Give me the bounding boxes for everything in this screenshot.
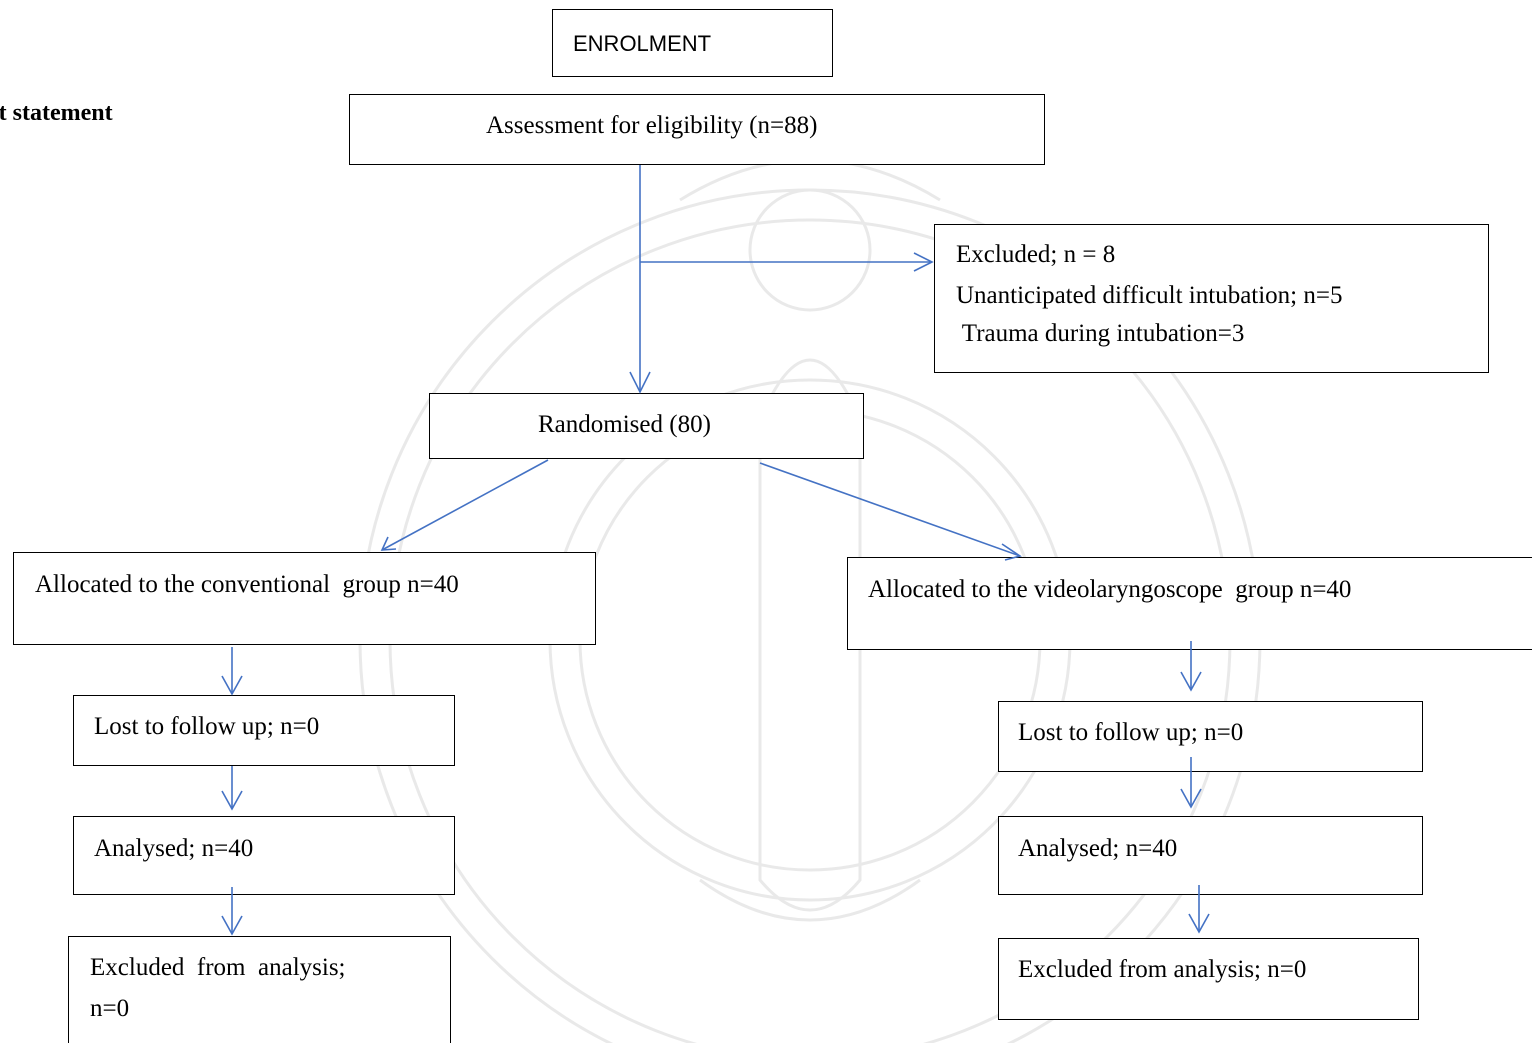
connector-randomised-to-right <box>759 462 1021 557</box>
excluded-eligibility-line1: Excluded; n = 8 <box>956 241 1116 268</box>
right-lost-box: Lost to follow up; n=0 <box>998 701 1423 772</box>
excluded-eligibility-line2: Unanticipated difficult intubation; n=5 <box>956 282 1343 309</box>
randomised-label: Randomised (80) <box>538 411 711 438</box>
arrowhead-right-excluded <box>1188 913 1210 934</box>
right-analysed-label: Analysed; n=40 <box>1018 835 1178 862</box>
arrowhead-excluded <box>913 252 934 272</box>
arrowhead-left-lost <box>221 675 243 696</box>
left-lost-box: Lost to follow up; n=0 <box>73 695 455 766</box>
left-analysed-label: Analysed; n=40 <box>94 835 254 862</box>
arrowhead-randomised <box>629 371 651 394</box>
enrolment-label: ENROLMENT <box>573 31 712 56</box>
connector-randomised-to-left <box>381 459 549 551</box>
randomised-box: Randomised (80) <box>429 393 864 459</box>
right-allocated-label: Allocated to the videolaryngoscope group… <box>868 576 1352 603</box>
excluded-eligibility-line3: Trauma during intubation=3 <box>956 320 1245 347</box>
left-excluded-line1: Excluded from analysis; <box>90 954 346 981</box>
left-excluded-line2: n=0 <box>90 995 130 1022</box>
assessment-label: Assessment for eligibility (n=88) <box>486 112 818 139</box>
right-analysed-box: Analysed; n=40 <box>998 816 1423 895</box>
assessment-box: Assessment for eligibility (n=88) <box>349 94 1045 165</box>
excluded-eligibility-box: Excluded; n = 8 Unanticipated difficult … <box>934 224 1489 373</box>
enrolment-box: ENROLMENT <box>552 9 833 77</box>
arrowhead-left-analysed <box>221 790 243 811</box>
side-label: rt statement <box>0 100 113 126</box>
left-excluded-box: Excluded from analysis; n=0 <box>68 936 451 1043</box>
arrowhead-right-analysed <box>1180 788 1202 809</box>
left-lost-label: Lost to follow up; n=0 <box>94 713 320 740</box>
right-excluded-label: Excluded from analysis; n=0 <box>1018 956 1307 983</box>
arrowhead-right-allocated <box>1001 543 1022 561</box>
arrowhead-right-lost <box>1180 671 1202 692</box>
arrowhead-left-allocated <box>380 536 397 551</box>
left-analysed-box: Analysed; n=40 <box>73 816 455 895</box>
arrowhead-left-excluded <box>221 915 243 936</box>
right-lost-label: Lost to follow up; n=0 <box>1018 719 1244 746</box>
right-excluded-box: Excluded from analysis; n=0 <box>998 938 1419 1020</box>
left-allocated-label: Allocated to the conventional group n=40 <box>35 571 459 598</box>
right-allocated-box: Allocated to the videolaryngoscope group… <box>847 557 1532 650</box>
left-allocated-box: Allocated to the conventional group n=40 <box>13 552 596 645</box>
